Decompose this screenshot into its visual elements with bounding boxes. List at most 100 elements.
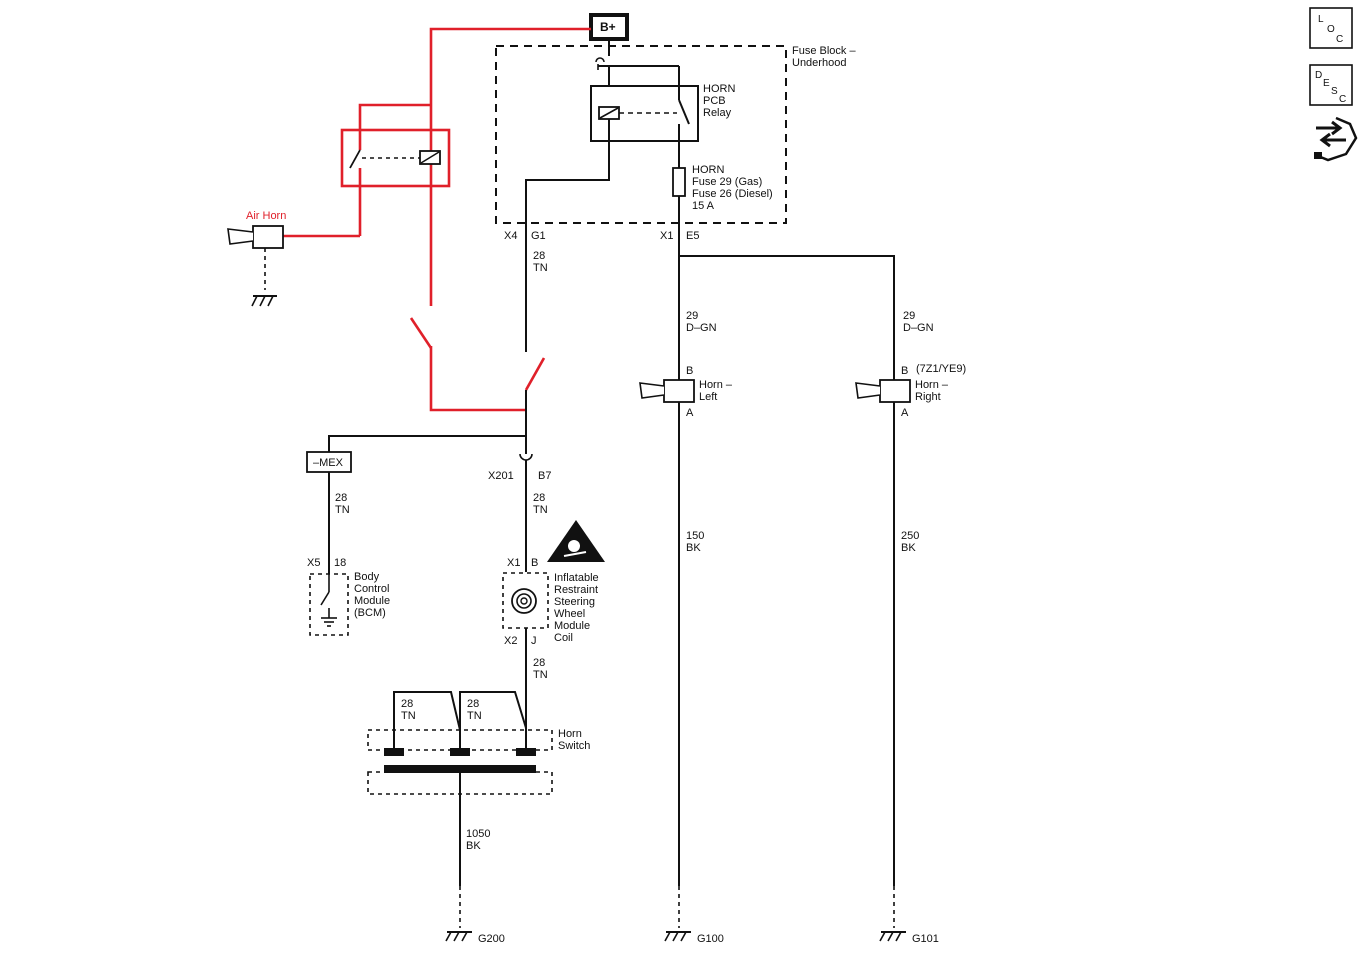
air-horn-relay-box (340, 128, 451, 188)
ground-g200: G200 (445, 931, 505, 945)
desc-letter-c: C (1339, 94, 1346, 105)
ground-g100: G100 (664, 931, 724, 945)
air-horn-icon (227, 228, 254, 245)
fuse-label-line3: Fuse 26 (Diesel) (692, 188, 773, 200)
horn-fuse: HORN Fuse 29 (Gas) Fuse 26 (Diesel) 15 A (672, 141, 773, 228)
coil-label-line5: Module (554, 620, 590, 632)
wire-1050-color: BK (466, 840, 481, 852)
horn-right: B (7Z1/YE9) Horn – Right A (855, 363, 966, 419)
switch-wire1-color: TN (401, 710, 416, 722)
horn-switch: 28 TN 28 TN Horn Switch (367, 691, 590, 795)
wire-29-right-gauge: 29 (903, 310, 915, 322)
switch-wire2-color: TN (467, 710, 482, 722)
loc-letter-o: O (1327, 24, 1335, 35)
wire-29-right-color: D–GN (903, 322, 934, 334)
coil-label-line1: Inflatable (554, 572, 599, 584)
wire-1050-gauge: 1050 (466, 828, 490, 840)
ground-g200-label: G200 (478, 933, 505, 945)
desc-nav-button[interactable]: D E S C (1309, 64, 1353, 106)
connector-x1: X1 (660, 230, 673, 242)
horn-switch-label-line2: Switch (558, 740, 590, 752)
air-horn: Air Horn (227, 210, 286, 307)
relay-label-line1: HORN (703, 83, 735, 95)
coil-pin-j: J (531, 635, 537, 647)
battery-positive-label: B+ (600, 20, 616, 34)
switch-wire1-gauge: 28 (401, 698, 413, 710)
wire-28tn-c-gauge: 28 (533, 657, 545, 669)
horn-right-pin-b: B (901, 365, 908, 377)
relay-switch-contact (678, 99, 690, 125)
fuse-label-line2: Fuse 29 (Gas) (692, 176, 762, 188)
horn-right-icon (855, 382, 881, 399)
switch-wire2-gauge: 28 (467, 698, 479, 710)
clockspring-icon (511, 588, 537, 614)
ground-g101-icon (879, 931, 906, 942)
fuse-icon (672, 167, 686, 197)
wire-250-gauge: 250 (901, 530, 919, 542)
horn-switch-contact-3 (516, 748, 536, 756)
wire-28tn-color: TN (533, 262, 548, 274)
relay-label-line3: Relay (703, 107, 732, 119)
coil-label-line2: Restraint (554, 584, 598, 596)
air-horn-b-plus-wire (429, 27, 591, 306)
bcm-connector-x5: X5 (307, 557, 320, 569)
airbag-warning-icon (547, 520, 605, 562)
wire-28tn-b-gauge: 28 (533, 492, 545, 504)
horn-switch-contact-1 (384, 748, 404, 756)
horn-left-label-line2: Left (699, 391, 717, 403)
horn-right-option: (7Z1/YE9) (916, 363, 966, 375)
wire-28tn-c-color: TN (533, 669, 548, 681)
connector-g1: G1 (531, 230, 546, 242)
relay-coil-wire (525, 141, 610, 226)
red-switch-contact-right (524, 357, 546, 391)
horn-left: B Horn – Left A (639, 365, 733, 419)
ground-g100-label: G100 (697, 933, 724, 945)
fuse-label-line1: HORN (692, 164, 724, 176)
horn-switch-label-line1: Horn (558, 728, 582, 740)
bcm-pin-18: 18 (334, 557, 346, 569)
horn-right-label-line2: Right (915, 391, 941, 403)
wire-29-left-gauge: 29 (686, 310, 698, 322)
fuse-block-underhood: Fuse Block – Underhood (495, 45, 856, 224)
coil-label-line3: Steering (554, 596, 595, 608)
loc-nav-button[interactable]: L O C (1309, 7, 1353, 49)
wire-29-left-color: D–GN (686, 322, 717, 334)
horn-left-pin-a: A (686, 407, 694, 419)
ground-g101-label: G101 (912, 933, 939, 945)
ground-g100-icon (664, 931, 691, 942)
bcm-label-line1: Body (354, 571, 380, 583)
relay-label-line2: PCB (703, 95, 726, 107)
horn-left-label-line1: Horn – (699, 379, 733, 391)
connector-view-icon[interactable] (1314, 116, 1358, 162)
wire-150-gauge: 150 (686, 530, 704, 542)
coil-label-line4: Wheel (554, 608, 585, 620)
coil-pin-b: B (531, 557, 538, 569)
mex-label: –MEX (313, 457, 344, 469)
b-plus-feed-wire (595, 39, 680, 100)
wire-250-color: BK (901, 542, 916, 554)
horn-right-pin-a: A (901, 407, 909, 419)
air-horn-ground-icon (251, 295, 277, 307)
ground-g200-icon (445, 931, 472, 942)
bcm-label-line4: (BCM) (354, 607, 386, 619)
mex-branch-wire (328, 435, 526, 452)
connector-x201: X201 (488, 470, 514, 482)
desc-letter-d: D (1315, 70, 1322, 81)
bcm-label-line2: Control (354, 583, 389, 595)
wire-150-color: BK (686, 542, 701, 554)
red-switch-contact-left (409, 317, 433, 349)
battery-positive-terminal: B+ (589, 13, 629, 41)
loc-letter-l: L (1318, 14, 1324, 25)
bcm-ground-icon (321, 617, 337, 627)
coil-label-line6: Coil (554, 632, 573, 644)
desc-letter-e: E (1323, 78, 1330, 89)
air-horn-relay-contact (349, 149, 361, 169)
wire-bcm-color: TN (335, 504, 350, 516)
coil-connector-x2: X2 (504, 635, 517, 647)
connector-e5: E5 (686, 230, 699, 242)
location-nav-icon[interactable] (1309, 7, 1353, 49)
horn-switch-contact-2 (450, 748, 470, 756)
fuse-block-label-line2: Underhood (792, 57, 846, 69)
description-nav-icon[interactable] (1309, 64, 1353, 106)
